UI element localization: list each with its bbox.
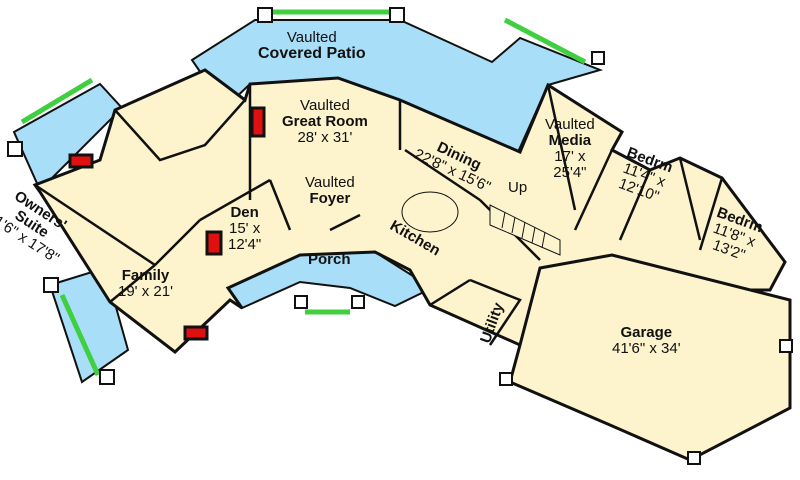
media-name: Media (548, 132, 592, 149)
family-label: Family 19' x 21' (118, 268, 173, 300)
media-size-2: 25'4" (553, 164, 587, 181)
great-room-name: Great Room (282, 113, 368, 130)
den-label: Den 15' x 12'4" (228, 205, 261, 253)
window (20, 77, 94, 125)
fireplace (205, 230, 223, 256)
den-size-2: 12'4" (228, 236, 262, 253)
covered-patio-prefix: Vaulted (286, 29, 337, 46)
media-label: Vaulted Media 17' x 25'4" (545, 117, 595, 181)
stairs-up-label: Up (508, 179, 528, 196)
den-name: Den (230, 204, 259, 221)
porch-label: Porch (308, 252, 351, 268)
foyer-prefix: Vaulted (305, 174, 355, 191)
media-size-1: 17' x (554, 148, 586, 165)
den-size-1: 15' x (229, 220, 261, 237)
garage-label: Garage 41'6" x 34' (612, 325, 681, 357)
great-room-size: 28' x 31' (297, 129, 353, 146)
media-prefix: Vaulted (545, 116, 595, 133)
stairs-label: Up (508, 180, 527, 196)
covered-patio-label: Vaulted Covered Patio (258, 30, 366, 62)
fireplace (68, 153, 94, 169)
great-room-prefix: Vaulted (300, 97, 350, 114)
foyer-name: Foyer (309, 190, 351, 207)
foyer-label: Vaulted Foyer (305, 175, 355, 207)
fireplace (250, 106, 266, 138)
covered-patio-name: Covered Patio (258, 45, 366, 62)
family-name: Family (121, 267, 170, 284)
fireplace (183, 325, 209, 341)
window (503, 17, 587, 65)
family-size: 19' x 21' (118, 283, 173, 300)
porch-name: Porch (308, 251, 351, 268)
great-room-label: Vaulted Great Room 28' x 31' (282, 98, 368, 146)
garage-size: 41'6" x 34' (612, 340, 681, 357)
garage-name: Garage (620, 324, 673, 341)
window (59, 293, 101, 377)
